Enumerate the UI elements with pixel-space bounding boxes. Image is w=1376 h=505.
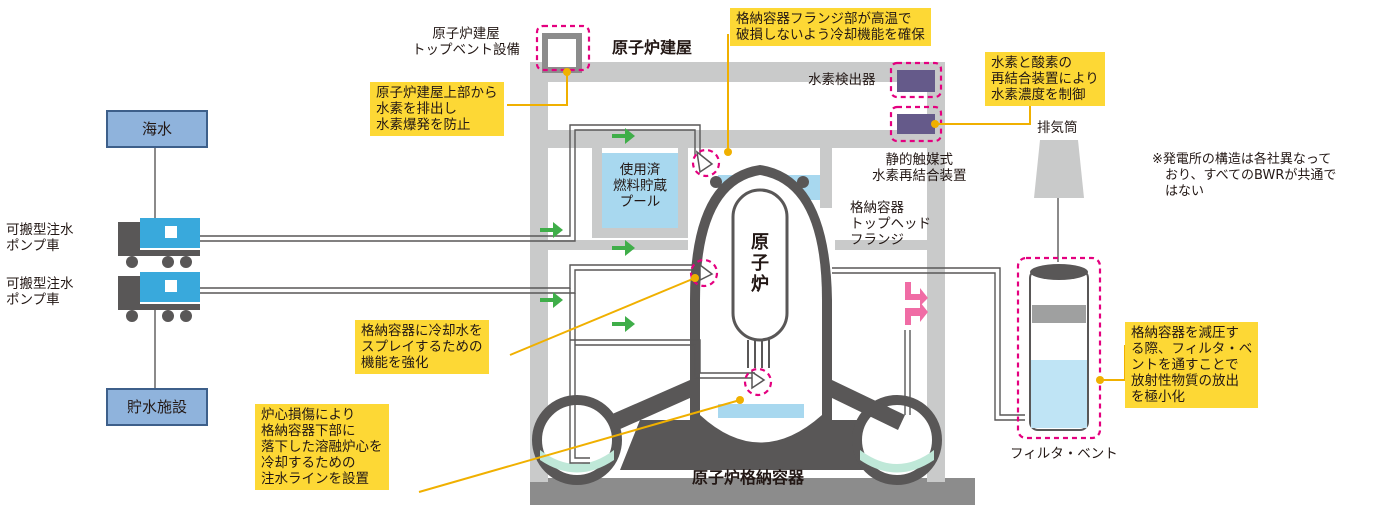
filter-vent-label: フィルタ・ベント bbox=[1010, 446, 1118, 462]
spent-fuel-pool-water bbox=[602, 153, 678, 228]
structure-note: ※発電所の構造は各社異なって おり、すべてのBWRが共通で はない bbox=[1152, 152, 1337, 199]
water-storage-box: 貯水施設 bbox=[106, 388, 208, 426]
airflow-arrows bbox=[540, 128, 635, 332]
hydrogen-detector-box bbox=[897, 70, 935, 92]
right-pool-wall bbox=[820, 148, 832, 208]
vent-arrows bbox=[905, 282, 928, 325]
spent-fuel-pool-wall bbox=[592, 148, 688, 238]
callout-filter: 格納容器を減圧す る際、フィルタ・ベ ントを通すことで 放射性物質の放出 を極小… bbox=[1125, 322, 1259, 408]
callout-core-damage: 炉心損傷により 格納容器下部に 落下した溶融炉心を 冷却するための 注水ラインを… bbox=[255, 404, 389, 490]
reactor-vessel bbox=[731, 188, 789, 368]
spent-fuel-pool-label: 使用済 燃料貯蔵 プール bbox=[613, 162, 667, 210]
spray-heads bbox=[695, 150, 766, 390]
callout-leaders bbox=[418, 34, 1126, 493]
suppression-chambers bbox=[532, 380, 942, 485]
top-vent-box bbox=[542, 33, 582, 73]
reactor-label: 原子炉 bbox=[751, 232, 769, 295]
pump-truck-1-shape bbox=[118, 218, 200, 268]
pump-truck-1-label: 可搬型注水 ポンプ車 bbox=[6, 222, 74, 254]
floor-slab-right bbox=[835, 240, 927, 250]
water-lines bbox=[154, 124, 1059, 464]
callout-top-vent: 原子炉建屋上部から 水素を排出し 水素爆発を防止 bbox=[370, 82, 504, 136]
exhaust-stack-shape bbox=[1034, 140, 1084, 198]
pump-truck-2-label: 可搬型注水 ポンプ車 bbox=[6, 276, 74, 308]
catalytic-recombiner-box bbox=[897, 114, 935, 134]
callout-spray: 格納容器に冷却水を スプレイするための 機能を強化 bbox=[355, 320, 489, 374]
containment-top-head-label: 格納容器 トップヘッド フランジ bbox=[850, 200, 931, 248]
callout-flange: 格納容器フランジ部が高温で 破損しないよう冷却機能を確保 bbox=[730, 8, 931, 46]
reactor-building-frame bbox=[530, 62, 945, 482]
hydrogen-detector-label: 水素検出器 bbox=[808, 72, 876, 88]
floor-slab-left bbox=[548, 240, 688, 250]
highlight-frames bbox=[535, 24, 1102, 440]
building-top-vent-label: 原子炉建屋 トップベント設備 bbox=[412, 26, 520, 58]
callout-dots bbox=[563, 68, 1104, 404]
exhaust-stack-label: 排気筒 bbox=[1037, 120, 1078, 136]
reactor-building-label: 原子炉建屋 bbox=[612, 38, 693, 57]
catalytic-recombiner-label: 静的触媒式 水素再結合装置 bbox=[872, 152, 967, 184]
callout-recombiner: 水素と酸素の 再結合装置により 水素濃度を制御 bbox=[985, 52, 1105, 106]
seawater-box: 海水 bbox=[106, 110, 208, 148]
pump-truck-2-shape bbox=[118, 272, 200, 322]
containment-vessel-label: 原子炉格納容器 bbox=[692, 468, 805, 487]
filter-vent-tank bbox=[1029, 264, 1089, 431]
